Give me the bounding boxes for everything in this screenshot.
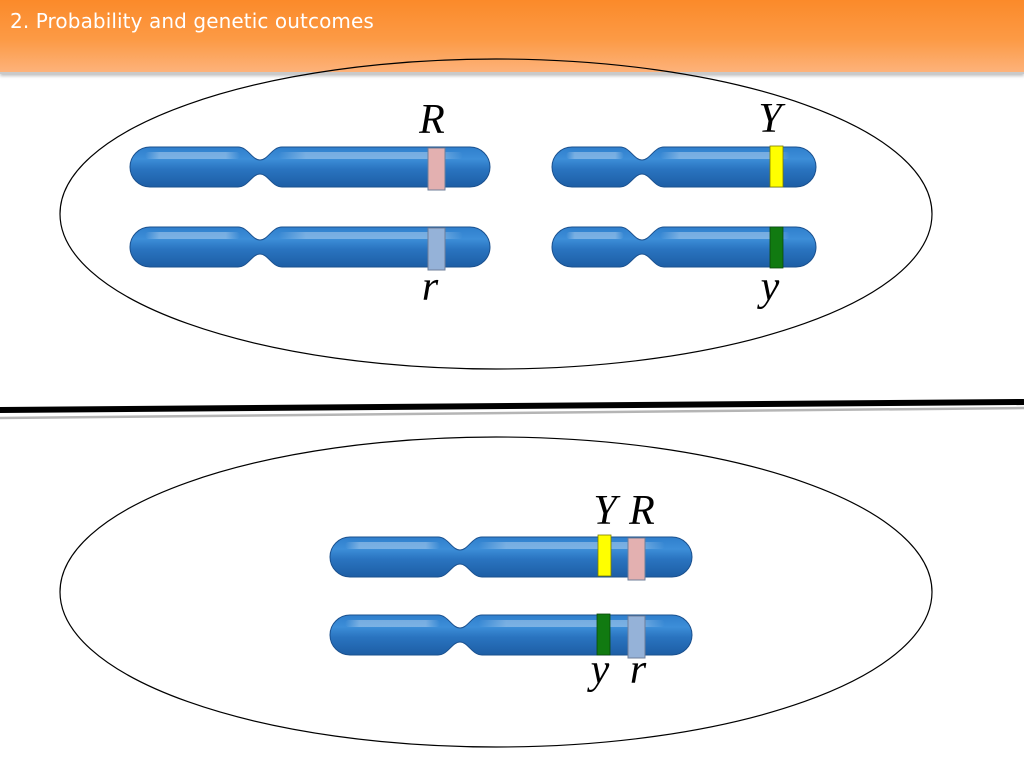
allele-band-y [769,226,784,269]
chromosome-bottom-upper [329,534,693,581]
allele-band-R [427,147,446,191]
allele-label-R-linked: R [628,488,655,534]
allele-label-R: R [418,97,445,143]
chromosome-top-right-upper [551,145,817,188]
top-cell-membrane [59,58,933,370]
allele-band-y-linked [596,613,611,656]
allele-band-r-linked [627,615,646,659]
chromosome-bottom-lower [329,613,693,659]
chromosome-top-left-upper [129,146,491,191]
allele-band-r [427,227,446,271]
allele-band-R-linked [627,537,646,581]
slide-title: 2. Probability and genetic outcomes [10,9,374,33]
allele-label-r: r [422,264,439,310]
allele-label-Y: Y [758,96,786,142]
slide-header: 2. Probability and genetic outcomes [0,0,1024,74]
allele-band-Y [769,145,784,188]
allele-label-y: y [757,264,780,310]
allele-band-Y-linked [597,534,612,577]
chromosome-top-right-lower [551,226,817,269]
allele-label-r-linked: r [630,647,647,693]
bottom-cell-membrane [59,436,933,748]
allele-label-y-linked: y [587,647,610,693]
chromosome-top-left-lower [129,226,491,271]
section-divider [0,406,1024,420]
allele-label-Y-linked: Y [593,488,621,534]
